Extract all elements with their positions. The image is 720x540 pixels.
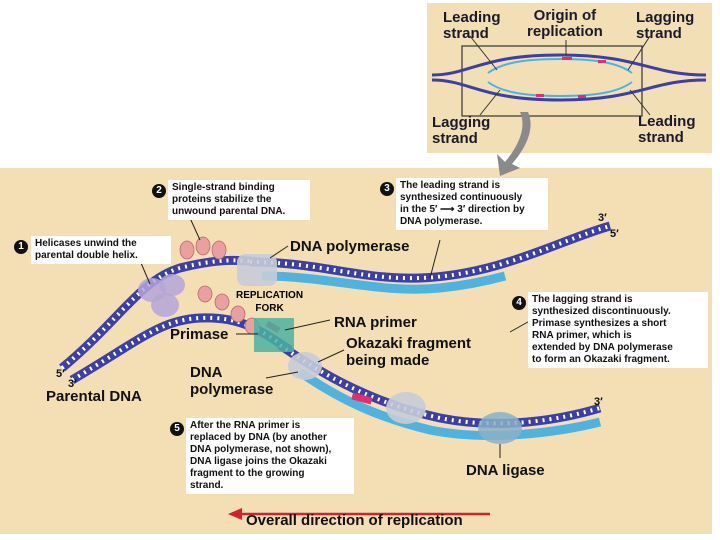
- pointer-line: [629, 89, 651, 116]
- bubble-bottom-new: [487, 81, 633, 98]
- step-2-text: Single-strand binding proteins stabilize…: [168, 180, 310, 220]
- inset-primer: [578, 95, 586, 98]
- rna-primer-mark: [351, 392, 373, 405]
- zoom-arrow-icon: [497, 112, 531, 176]
- dna-ligase-label: DNA ligase: [466, 462, 545, 479]
- lagging-strand: [265, 320, 602, 440]
- lagging-new-strand: [297, 368, 602, 440]
- step-2-number: 2: [152, 184, 166, 198]
- step-1-text: Helicases unwind the parental double hel…: [31, 236, 171, 264]
- dna-polymerase-top-label: DNA polymerase: [290, 238, 410, 255]
- step-3-text: The leading strand is synthesized contin…: [396, 178, 548, 230]
- end-label: 3′: [598, 212, 607, 224]
- dna-polymerase-bottom-shape: [288, 352, 322, 380]
- inset-leading-left-label: Leading strand: [443, 9, 501, 42]
- overall-direction-label: Overall direction of replication: [246, 512, 463, 529]
- pointer-line: [479, 89, 501, 116]
- inset-primer: [562, 57, 572, 60]
- rna-primer-label: RNA primer: [334, 314, 417, 331]
- ssb-proteins: [179, 236, 260, 335]
- arrow-head-icon: [228, 508, 242, 520]
- zoom-box: [461, 45, 643, 117]
- parental-dna-label: Parental DNA: [46, 388, 142, 405]
- helicase: [138, 274, 185, 317]
- pointer-line: [469, 35, 498, 71]
- leading-template: [249, 221, 612, 283]
- end-label: 5′: [56, 368, 65, 380]
- inset-primer: [598, 60, 606, 63]
- replication-fork-label: REPLICATION FORK: [236, 290, 304, 314]
- step-4-text: The lagging strand is synthesized discon…: [528, 292, 708, 368]
- leading-strand: [249, 221, 612, 294]
- step-5-number: 5: [170, 422, 184, 436]
- bubble-bottom-parental: [431, 78, 707, 102]
- end-label: 5′: [610, 228, 619, 240]
- base-pair-ticks: [278, 343, 601, 426]
- replication-bubble: [431, 35, 707, 117]
- dna-polymerase-bottom-label: DNA polymerase: [190, 364, 274, 398]
- origin-inset-panel: [427, 3, 712, 153]
- end-label: 3′: [594, 396, 603, 408]
- inset-origin-label: Origin of replication: [527, 7, 603, 40]
- primase-shape: [254, 318, 294, 352]
- inset-lagging-left-label: Lagging strand: [432, 114, 491, 147]
- step-4-number: 4: [512, 296, 526, 310]
- dna-ligase-shape: [478, 412, 522, 444]
- leading-new-strand: [261, 271, 507, 294]
- dna-polymerase-top-shape: [237, 254, 277, 286]
- step-3-number: 3: [380, 182, 394, 196]
- primase-label: Primase: [170, 326, 229, 343]
- bubble-top-new: [487, 57, 633, 74]
- bubble-top-parental: [431, 53, 707, 77]
- okazaki-fragment-label: Okazaki fragment being made: [346, 335, 472, 369]
- inset-lagging-right-label: Lagging strand: [636, 9, 695, 42]
- step-5-text: After the RNA primer is replaced by DNA …: [186, 418, 354, 494]
- dna-polymerase-fragment-shape: [386, 392, 426, 424]
- inset-primer: [536, 94, 544, 97]
- end-label: 3′: [68, 378, 77, 390]
- pointer-line: [627, 35, 651, 71]
- step-1-number: 1: [14, 240, 28, 254]
- inset-leading-right-label: Leading strand: [638, 113, 696, 146]
